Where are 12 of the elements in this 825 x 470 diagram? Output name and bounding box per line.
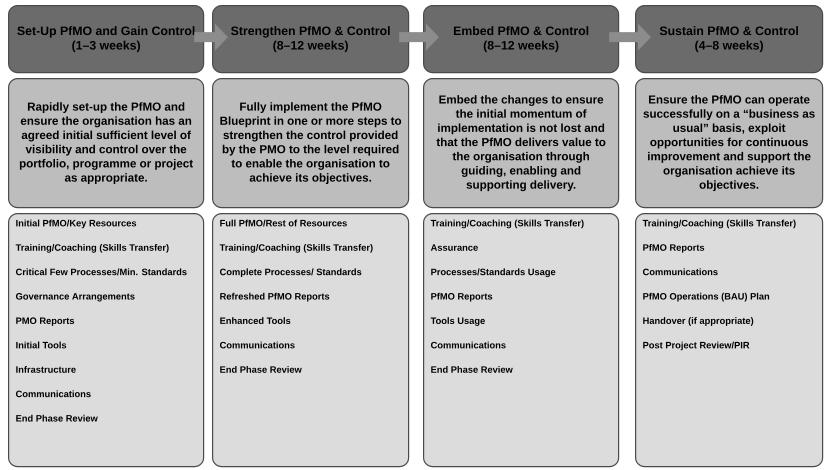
- header-box: Strengthen PfMO & Control (8–12 weeks): [212, 5, 410, 74]
- header-box: Set-Up PfMO and Gain Control (1–3 weeks): [8, 5, 204, 74]
- header-box: Sustain PfMO & Control (4–8 weeks): [635, 5, 824, 74]
- header-box: Embed PfMO & Control (8–12 weeks): [423, 5, 620, 74]
- description-box: Embed the changes to ensure the initial momentum of implementation is not lost and that the PfMO delivers value to the organisation through guiding, enabling and supporting delivery.: [423, 78, 620, 208]
- activity-list-box: Training/Coaching (Skills Transfer) Assurance Processes/Standards Usage PfMO Reports Tools Usage Communications End Phase Review: [423, 213, 620, 468]
- activity-list-box: Training/Coaching (Skills Transfer) PfMO Reports Communications PfMO Operations (BAU) Plan Handover (if appropriate) Post Project Review/PIR: [635, 213, 824, 468]
- activity-list-box: Initial PfMO/Key Resources Training/Coaching (Skills Transfer) Critical Few Processes/Min. Standards Governance Arrangements PMO Reports Initial Tools Infrastructure Communications End Phase Review: [8, 213, 204, 468]
- activity-list-box: Full PfMO/Rest of Resources Training/Coaching (Skills Transfer) Complete Processes/ Standards Refreshed PfMO Reports Enhanced Tools Communications End Phase Review: [212, 213, 410, 468]
- description-box: Fully implement the PfMO Blueprint in one or more steps to strengthen the control provided by the PMO to the level required to enable the organisation to achieve its objectives.: [212, 78, 410, 208]
- description-box: Ensure the PfMO can operate successfully on a “business as usual” basis, exploit opportunities for continuous improvement and support the organisation achieve its objectives.: [635, 78, 824, 208]
- description-box: Rapidly set-up the PfMO and ensure the organisation has an agreed initial sufficient level of visibility and control over the portfolio, programme or project as appropriate.: [8, 78, 204, 208]
